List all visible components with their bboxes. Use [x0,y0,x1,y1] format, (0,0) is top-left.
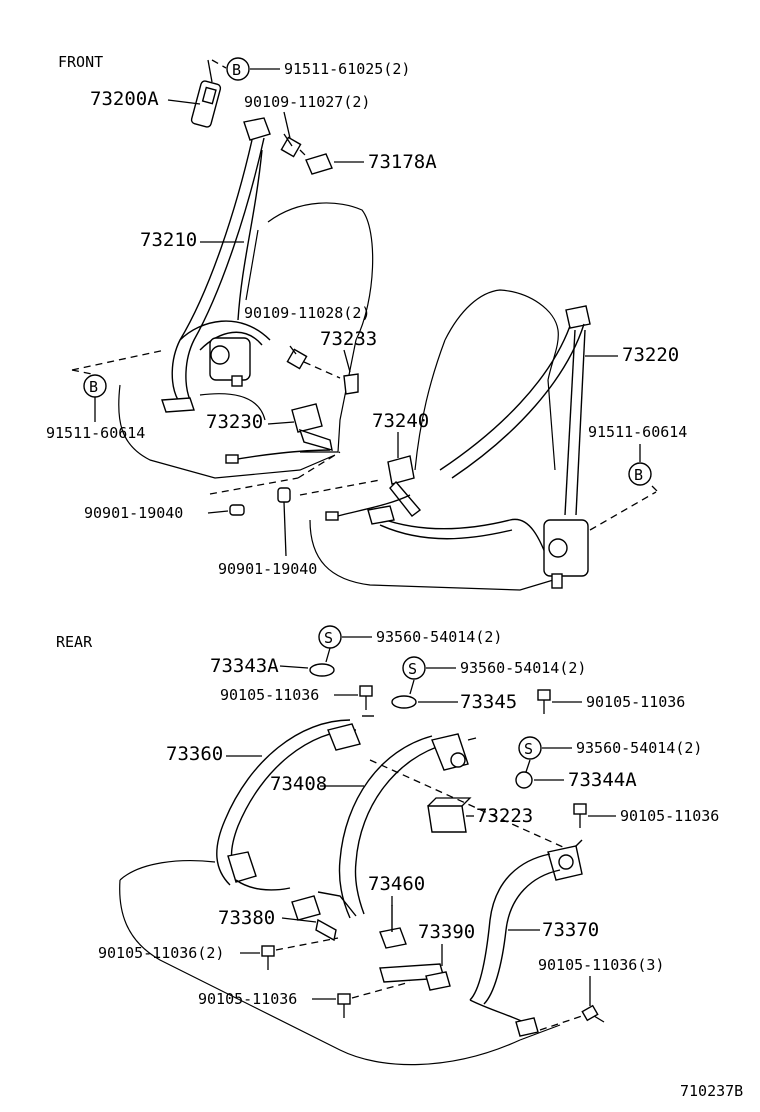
bolt-90105-11036-a [359,685,373,710]
label-91511-61025: 91511-61025(2) [284,60,410,78]
front-right-seat [309,289,561,591]
label-73460: 73460 [368,873,425,895]
label-73233: 73233 [320,328,377,350]
label-90109-11028: 90109-11028(2) [244,304,370,322]
s-marker-3: S [524,740,533,758]
label-73230: 73230 [206,411,263,433]
b-marker-top: B [232,61,241,79]
label-73178a: 73178A [368,151,437,173]
belt-73408 [338,733,477,919]
belt-73210 [171,137,271,401]
bracket-73223 [427,797,472,833]
label-90105-11036-b: 90105-11036 [586,693,685,711]
rear-bench-seat [119,860,561,1066]
b-marker-left: B [89,378,98,396]
label-91511-60614-left: 91511-60614 [46,424,145,442]
s-marker-1: S [324,629,333,647]
label-93560-54014-2: 93560-54014(2) [460,659,586,677]
cover-73345 [391,695,417,709]
bolt-90109-11027 [280,133,302,158]
label-93560-54014-1: 93560-54014(2) [376,628,502,646]
bolt-90105-11036-b [537,689,551,714]
bolt-90105-11036-d [261,945,275,970]
label-73210: 73210 [140,229,197,251]
bolt-90105-11036-e [581,1004,605,1023]
s-marker-2: S [408,660,417,678]
anchor-plate-front-left [161,397,195,413]
label-90901-19040-left: 90901-19040 [84,504,183,522]
label-90105-11036-c: 90105-11036 [620,807,719,825]
s-marker-3-circle [518,736,542,760]
clip-90901-19040-left [229,504,245,516]
front-left-seat [118,202,374,479]
buckle-73390 [379,963,451,991]
buckle-73460 [379,905,407,949]
label-91511-60614-right: 91511-60614 [588,423,687,441]
label-73223: 73223 [476,805,533,827]
b-marker-right-circle [628,462,652,486]
clip-90901-19040-bottom [277,487,291,503]
buckle-73380 [291,891,357,942]
retractor-73200a [190,59,222,128]
shoulder-anchor-left [243,117,271,141]
rear-section-title: REAR [56,633,93,651]
label-90105-11036-3: 90105-11036(3) [538,956,664,974]
label-73380: 73380 [218,907,275,929]
cover-73233 [343,373,359,395]
bolt-90105-11036-f [337,993,351,1018]
bolt-90105-11036-c [573,803,587,828]
cover-73178a [305,153,333,175]
label-90901-19040-bottom: 90901-19040 [218,560,317,578]
label-73360: 73360 [166,743,223,765]
label-73344a: 73344A [568,769,637,791]
label-90109-11027: 90109-11027(2) [244,93,370,111]
label-90105-11036-a: 90105-11036 [220,686,319,704]
belt-73220 [367,305,591,589]
label-73370: 73370 [542,919,599,941]
b-marker-top-circle [226,57,250,81]
buckle-73230 [225,403,333,464]
label-73240: 73240 [372,410,429,432]
label-90105-11036-f: 90105-11036 [198,990,297,1008]
belt-73360 [216,715,374,891]
label-73343a: 73343A [210,655,279,677]
b-marker-right: B [634,466,643,484]
s-marker-2-circle [402,656,426,680]
buckle-73240 [325,455,422,521]
cover-73343a [309,663,335,677]
belt-73370 [469,839,583,1037]
diagram-id: 710237B [680,1082,743,1100]
label-73408: 73408 [270,773,327,795]
label-73220: 73220 [622,344,679,366]
label-73390: 73390 [418,921,475,943]
label-73345: 73345 [460,691,517,713]
label-90105-11036-2: 90105-11036(2) [98,944,224,962]
cover-73344a [515,771,533,789]
bolt-90109-11028 [286,345,308,370]
label-73200a: 73200A [90,88,159,110]
front-section-title: FRONT [58,53,103,71]
retractor-front-left [209,337,251,387]
label-93560-54014-3: 93560-54014(2) [576,739,702,757]
